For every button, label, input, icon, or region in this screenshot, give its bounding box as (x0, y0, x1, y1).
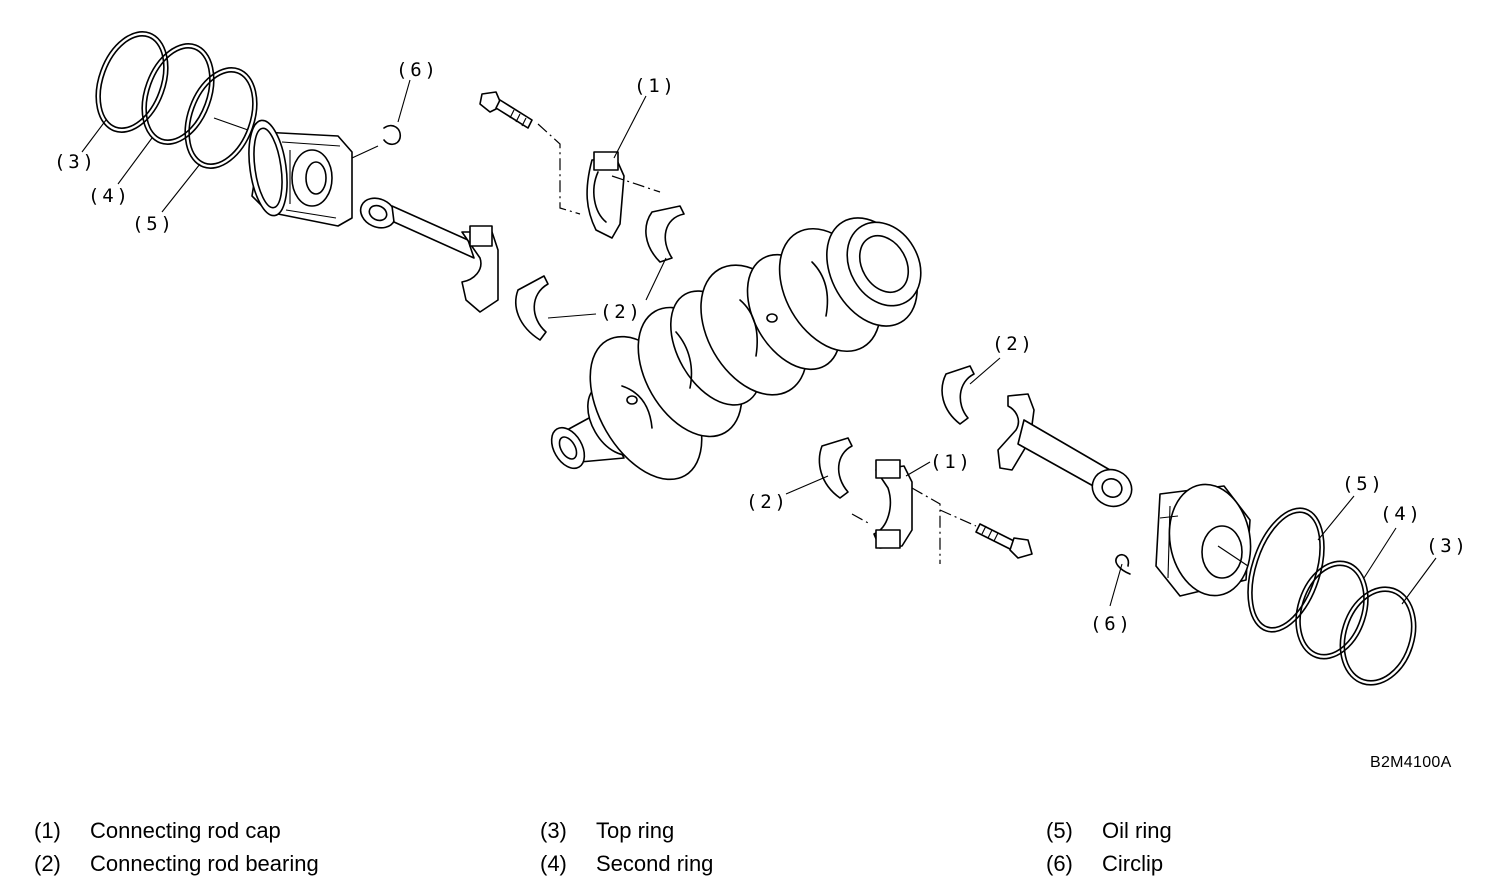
legend-label: Connecting rod bearing (90, 851, 319, 876)
right-bearing-left (818, 437, 853, 499)
callout-upper-rod-cap: (1) (634, 75, 674, 97)
callout-right-circlip: (6) (1090, 613, 1130, 635)
callout-right-bearing-top: (2) (992, 333, 1032, 355)
legend-number: (2) (34, 851, 61, 876)
callout-upper-bearing: (2) (600, 301, 640, 323)
lower-bolt-axis (851, 487, 977, 564)
legend-label: Circlip (1102, 851, 1164, 876)
callout-right-bearing-left: (2) (746, 491, 786, 513)
callout-right-oil-ring: (5) (1342, 473, 1382, 495)
legend-number: (1) (34, 818, 61, 843)
legend-item-4: (4) Second ring (540, 851, 713, 877)
legend-label: Connecting rod cap (90, 818, 281, 843)
upper-bearing-b (515, 275, 549, 341)
legend-item-5: (5) Oil ring (1046, 818, 1172, 844)
upper-bolt (479, 91, 533, 129)
callout-left-circlip: (6) (396, 59, 436, 81)
callout-lower-rod-cap: (1) (930, 451, 970, 473)
figure-code: B2M4100A (1370, 754, 1452, 771)
lower-bolt (975, 523, 1033, 559)
callout-left-oil-ring: (5) (132, 213, 172, 235)
legend-item-3: (3) Top ring (540, 818, 674, 844)
lower-rod-cap (873, 459, 913, 549)
left-circlip (383, 124, 402, 146)
legend-number: (4) (540, 851, 567, 876)
legend-item-6: (6) Circlip (1046, 851, 1163, 877)
upper-bearing-a (645, 205, 685, 263)
left-piston (248, 119, 353, 227)
legend-item-1: (1) Connecting rod cap (34, 818, 281, 844)
crankshaft (550, 217, 922, 481)
upper-bolt-axis (537, 123, 661, 215)
left-connecting-rod (359, 197, 499, 313)
legend-item-2: (2) Connecting rod bearing (34, 851, 319, 877)
upper-rod-cap (586, 151, 625, 239)
legend-label: Second ring (596, 851, 714, 876)
callout-right-top-ring: (3) (1426, 535, 1466, 557)
callout-right-second-ring: (4) (1380, 503, 1420, 525)
leader-lines (81, 79, 1437, 607)
legend-label: Top ring (596, 818, 675, 843)
right-connecting-rod (997, 393, 1133, 508)
right-piston-rings (1247, 507, 1417, 686)
right-bearing-top (941, 365, 975, 425)
callout-left-second-ring: (4) (88, 185, 128, 207)
legend-number: (3) (540, 818, 567, 843)
legend-number: (5) (1046, 818, 1073, 843)
legend-label: Oil ring (1102, 818, 1172, 843)
legend-number: (6) (1046, 851, 1073, 876)
callout-left-top-ring: (3) (54, 151, 94, 173)
left-piston-rings (95, 31, 258, 169)
right-circlip (1115, 553, 1131, 575)
right-piston (1155, 483, 1252, 597)
